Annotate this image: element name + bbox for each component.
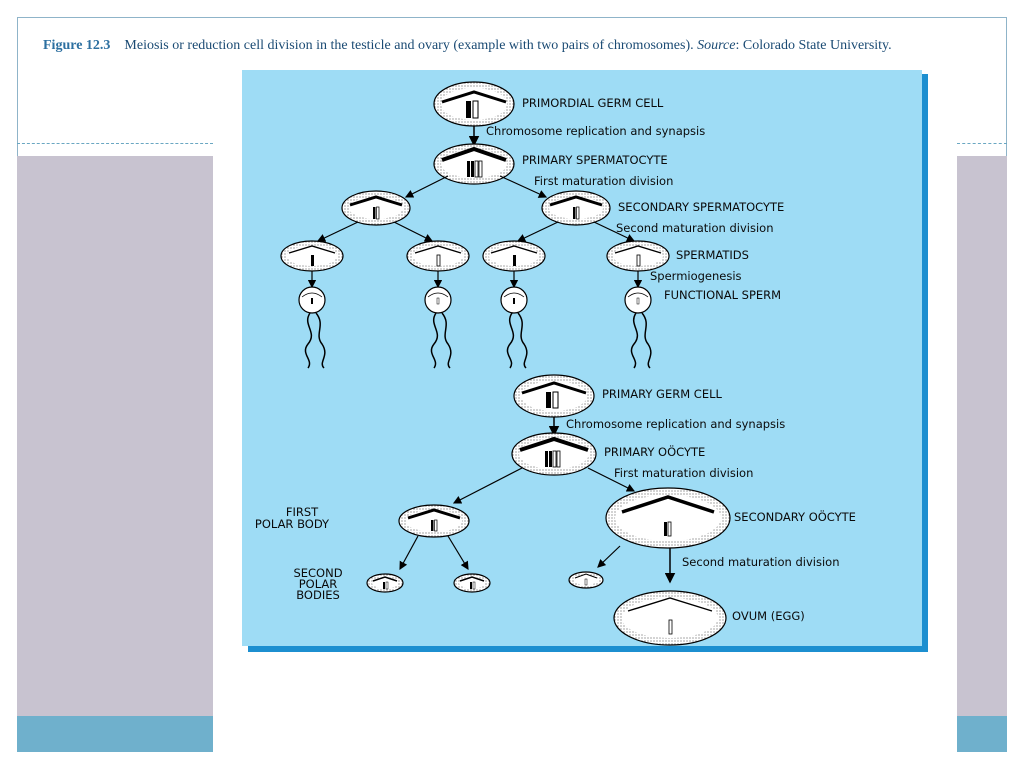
cell-secondary-oocyte <box>605 487 731 549</box>
label-second-polar-2: POLAR <box>299 577 338 591</box>
figure-caption: Figure 12.3 Meiosis or reduction cell div… <box>43 37 993 54</box>
label-first-polar-1: FIRST <box>286 505 319 519</box>
cell-spermatid-1 <box>280 240 344 272</box>
label-functional-sperm: FUNCTIONAL SPERM <box>664 288 781 302</box>
label-second-polar-1: SECOND <box>293 566 342 580</box>
label-primary-spermatocyte: PRIMARY SPERMATOCYTE <box>522 153 668 167</box>
label-second-polar-3: BODIES <box>296 588 340 602</box>
sperm-3 <box>500 286 528 369</box>
label-spermiogenesis: Spermiogenesis <box>650 269 742 283</box>
label-sperm-second-division: Second maturation division <box>616 221 774 235</box>
sperm-1 <box>298 286 326 369</box>
label-primary-germ-cell: PRIMARY GERM CELL <box>602 387 722 401</box>
cell-secondary-spermatocyte-left <box>341 190 411 226</box>
divider-right <box>957 143 1007 144</box>
cell-primary-oocyte <box>511 432 597 476</box>
cell-second-polar-body-1 <box>366 573 404 593</box>
cell-second-polar-body-2 <box>453 573 491 593</box>
label-primordial-germ-cell: PRIMORDIAL GERM CELL <box>522 96 664 110</box>
footer-band-left <box>17 716 213 752</box>
label-first-polar-2: POLAR BODY <box>255 517 330 531</box>
label-secondary-spermatocyte: SECONDARY SPERMATOCYTE <box>618 200 784 214</box>
cell-primordial-germ <box>433 81 515 127</box>
cell-primary-germ <box>513 374 595 418</box>
caption-text: Meiosis or reduction cell division in th… <box>124 38 698 53</box>
sperm-4 <box>624 286 652 369</box>
cell-spermatid-2 <box>406 240 470 272</box>
label-sperm-first-division: First maturation division <box>534 174 673 188</box>
figure-label: Figure 12.3 <box>43 38 111 53</box>
label-primary-oocyte: PRIMARY OÖCYTE <box>604 443 705 459</box>
label-sperm-replication: Chromosome replication and synapsis <box>486 124 705 138</box>
caption-source-word: Source <box>697 38 736 53</box>
cell-spermatid-3 <box>482 240 546 272</box>
label-ovum-replication: Chromosome replication and synapsis <box>566 417 785 431</box>
meiosis-figure: PRIMORDIAL GERM CELL Chromosome replicat… <box>242 70 922 646</box>
label-ovum: OVUM (EGG) <box>732 609 805 623</box>
label-ovum-first-division: First maturation division <box>614 466 753 480</box>
cell-first-polar-body <box>398 504 470 538</box>
cell-spermatid-4 <box>606 240 670 272</box>
cell-primary-spermatocyte <box>433 143 515 185</box>
footer-band-right <box>957 716 1007 752</box>
label-spermatids: SPERMATIDS <box>676 248 749 262</box>
side-panel-right <box>957 156 1007 716</box>
label-secondary-oocyte: SECONDARY OÖCYTE <box>734 508 856 524</box>
side-panel-left <box>17 156 213 716</box>
divider-left <box>17 143 213 144</box>
meiosis-diagram: PRIMORDIAL GERM CELL Chromosome replicat… <box>255 81 856 646</box>
cell-polar-body-small <box>568 571 604 589</box>
cell-secondary-spermatocyte-right <box>541 190 611 226</box>
caption-source: : Colorado State University. <box>735 38 892 53</box>
label-ovum-second-division: Second maturation division <box>682 555 840 569</box>
cell-ovum <box>613 590 727 646</box>
sperm-2 <box>424 286 452 369</box>
